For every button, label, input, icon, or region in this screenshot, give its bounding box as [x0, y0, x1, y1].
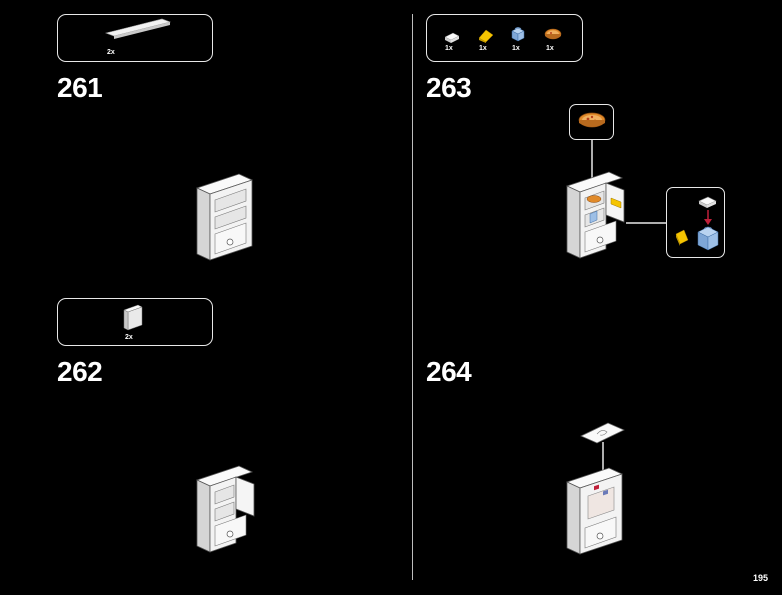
page-number: 195	[752, 573, 768, 583]
submodel-callout	[666, 187, 725, 258]
parts-callout-263: 1x 1x 1x 1x	[426, 14, 583, 62]
step-number-261: 261	[57, 72, 103, 103]
fridge-illustration-261	[195, 173, 254, 261]
fridge-illustration-264	[565, 467, 624, 555]
step-number-264: 264	[426, 356, 472, 387]
door-panel-part-icon	[123, 304, 143, 331]
part-qty: 2x	[125, 334, 133, 341]
pizza-tile-part-icon	[544, 28, 562, 40]
parts-callout-262: 2x	[57, 298, 213, 346]
white-tile-part-icon	[444, 32, 460, 43]
cheese-slope-part-icon	[478, 29, 494, 43]
part-qty: 1x	[512, 45, 520, 52]
part-qty: 1x	[479, 45, 487, 52]
parts-callout-261: 2x	[57, 14, 213, 62]
blue-brick-part-icon	[511, 27, 525, 42]
step-number-262: 262	[57, 356, 103, 387]
submodel-assembly-icon	[675, 196, 719, 251]
sticker-icon	[580, 422, 625, 444]
part-qty: 2x	[107, 49, 115, 56]
fridge-illustration-263	[565, 171, 625, 259]
part-qty: 1x	[445, 45, 453, 52]
pizza-icon	[578, 112, 606, 128]
white-plate-part-icon	[104, 18, 172, 39]
column-divider	[412, 14, 413, 580]
step-number-263: 263	[426, 72, 472, 103]
submodel-leader-line	[626, 222, 666, 224]
fridge-illustration-262	[195, 465, 255, 553]
part-qty: 1x	[546, 45, 554, 52]
pizza-callout	[569, 104, 614, 140]
